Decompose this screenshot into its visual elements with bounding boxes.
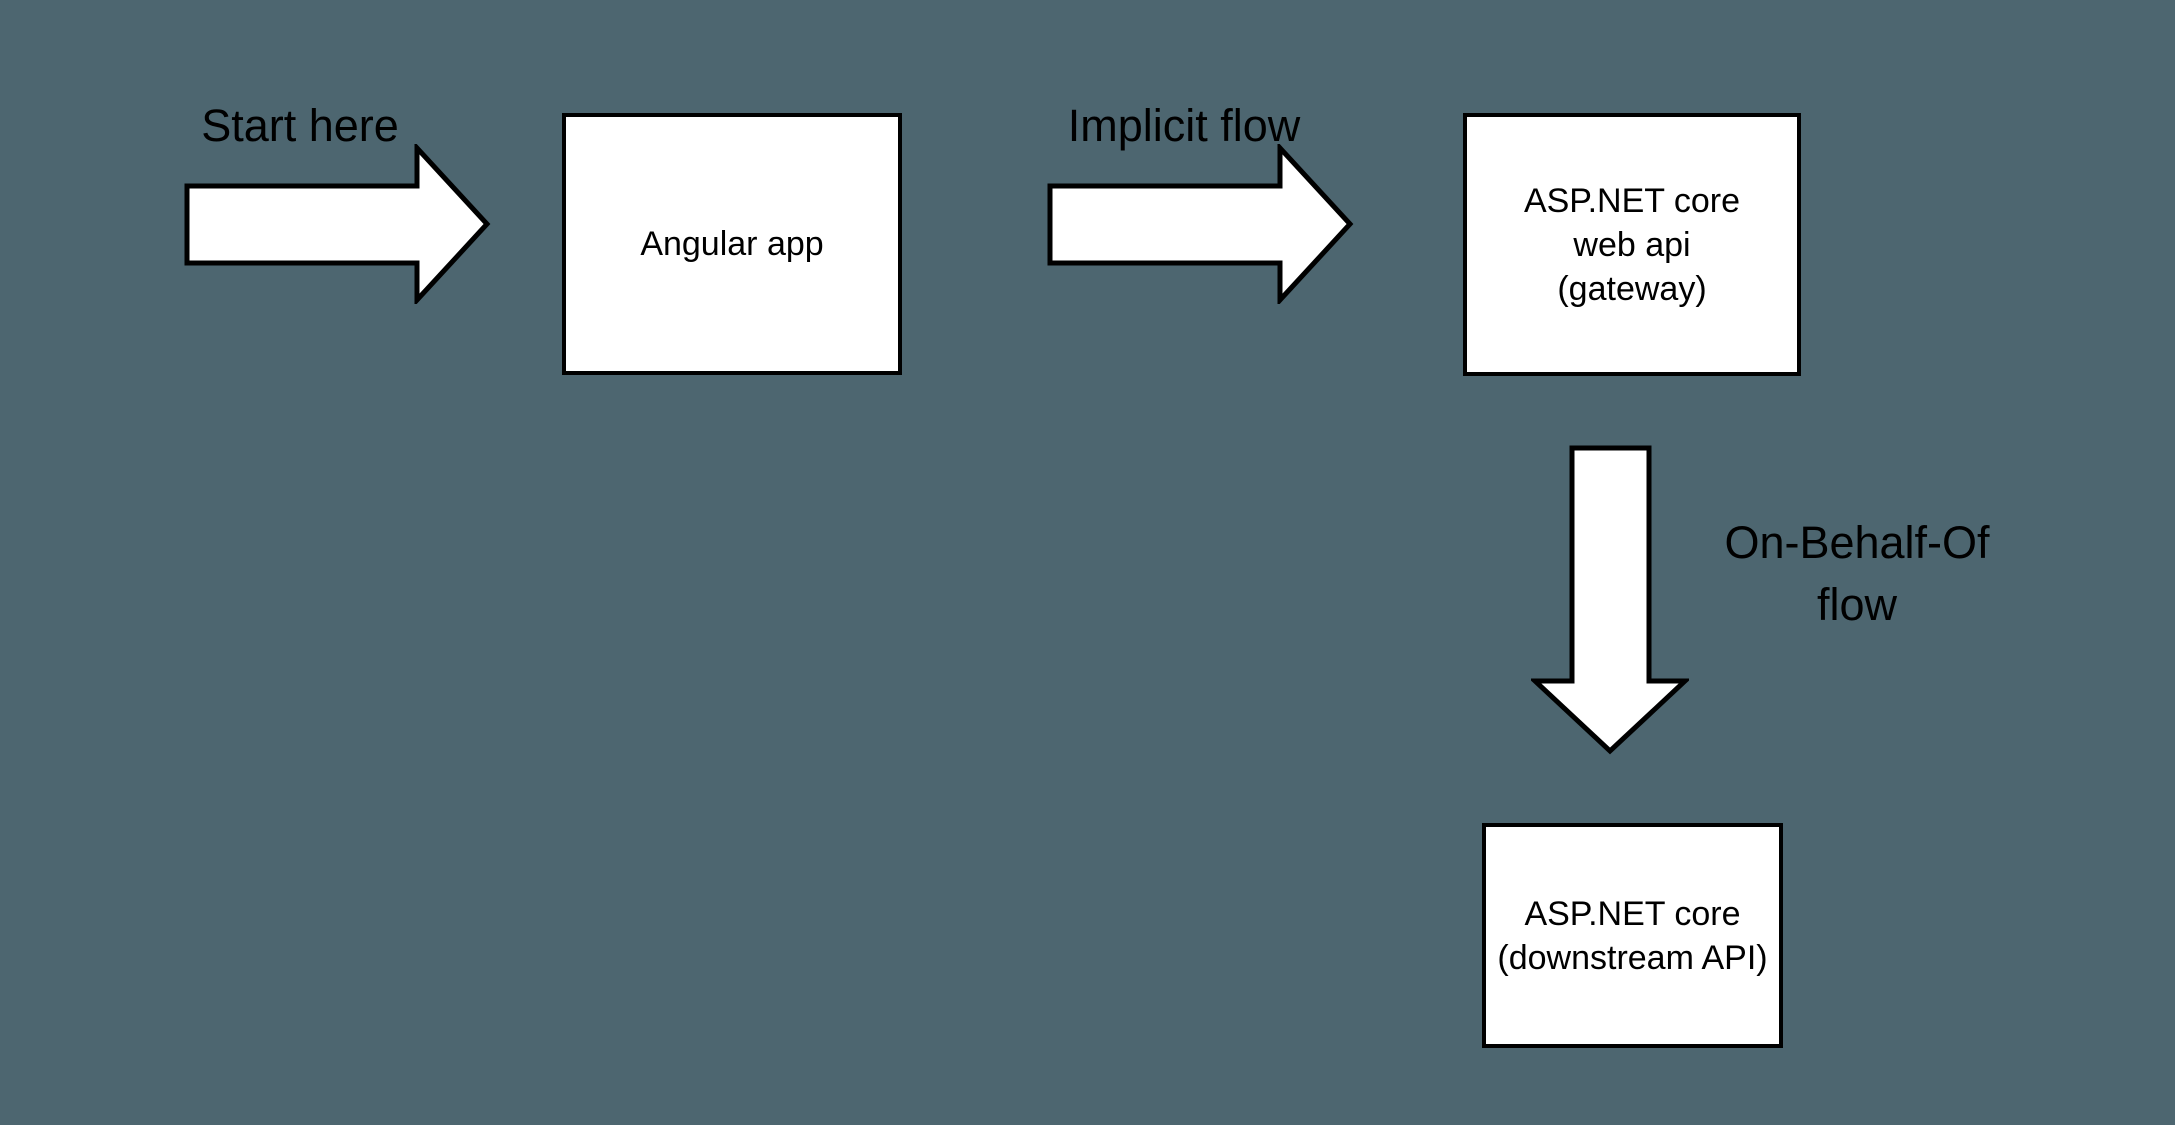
down-arrow-shape xyxy=(1531,445,1689,755)
node-gateway-api-line1: ASP.NET core xyxy=(1523,181,1741,220)
right-arrow-shape xyxy=(1047,144,1354,304)
node-downstream-api-line1: ASP.NET core xyxy=(1524,894,1741,933)
node-downstream-api: ASP.NET core (downstream API) xyxy=(1482,823,1783,1048)
start-arrow-icon xyxy=(184,144,491,304)
on-behalf-of-label-line1: On-Behalf-Of xyxy=(1724,517,1990,568)
on-behalf-of-label: On-Behalf-Of flow xyxy=(1707,512,2007,636)
implicit-flow-label: Implicit flow xyxy=(1034,95,1334,157)
node-angular-app-label: Angular app xyxy=(640,225,824,263)
node-gateway-api-line2: web api xyxy=(1573,225,1691,264)
right-arrow-shape xyxy=(184,144,491,304)
node-downstream-api-line2: (downstream API) xyxy=(1497,938,1768,977)
node-angular-app: Angular app xyxy=(562,113,902,375)
start-here-label: Start here xyxy=(150,95,450,157)
start-here-label-text: Start here xyxy=(201,100,399,151)
node-gateway-api: ASP.NET core web api (gateway) xyxy=(1463,113,1801,376)
on-behalf-of-label-line2: flow xyxy=(1816,579,1898,630)
implicit-flow-arrow-icon xyxy=(1047,144,1354,304)
implicit-flow-label-text: Implicit flow xyxy=(1067,100,1301,151)
node-gateway-api-line3: (gateway) xyxy=(1557,269,1707,308)
on-behalf-of-arrow-icon xyxy=(1531,445,1689,755)
